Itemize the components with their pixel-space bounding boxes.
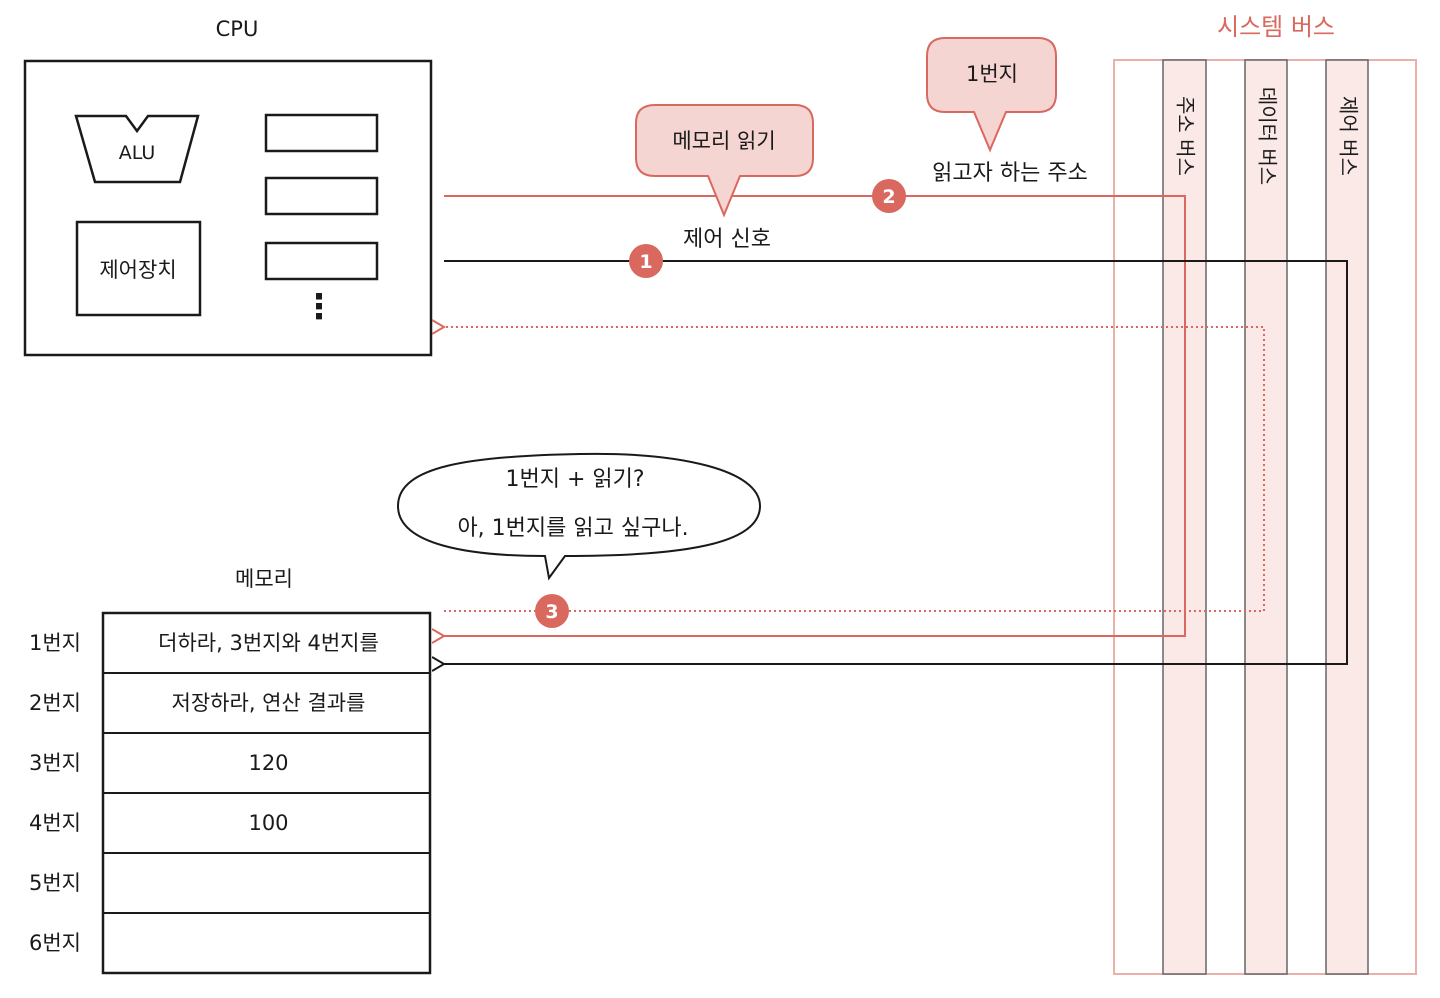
memory-title: 메모리 [235,567,293,591]
memory-address-label: 1번지 [29,631,81,655]
svg-text:2: 2 [882,186,895,208]
step-marker-3: 3 [535,594,569,628]
step-marker-2: 2 [872,179,906,213]
control-bus-label: 제어 버스 [1337,96,1361,176]
data-bus-label: 데이터 버스 [1256,87,1280,185]
address-signal-line [444,195,1186,636]
control-signal-line [444,260,1348,664]
alu-label: ALU [119,142,156,164]
control-unit-box [75,220,202,317]
control-unit-label: 제어장치 [99,258,176,282]
control-signal-callout: 메모리 읽기 제어 신호 [635,104,814,252]
address-bus-label: 주소 버스 [1174,96,1198,176]
memory-address-label: 3번지 [29,751,81,775]
memory-cell-value: 120 [248,751,288,775]
control-signal-bubble-text: 메모리 읽기 [672,129,775,153]
memory-cell-value: 더하라, 3번지와 4번지를 [158,631,379,655]
control-signal-label: 제어 신호 [683,227,771,252]
address-signal-bubble [926,37,1057,153]
memory-address-label: 6번지 [29,931,81,955]
svg-text:1: 1 [639,251,652,273]
control-signal-bubble [635,104,814,218]
cpu-block: CPU ALU 제어장치 ⋮ [23,17,433,357]
svg-text:3: 3 [545,601,558,623]
system-bus-title: 시스템 버스 [1217,13,1335,41]
register-box [264,113,379,153]
cpu-title: CPU [216,17,259,41]
address-signal-callout: 1번지 읽고자 하는 주소 [926,37,1088,186]
memory-address-label: 5번지 [29,871,81,895]
memory-cell-value: 저장하라, 연산 결과를 [172,691,366,715]
memory-speech-line1: 1번지 + 읽기? [505,467,644,492]
memory-address-label: 4번지 [29,811,81,835]
register-box [264,176,379,216]
memory-rows: 1번지 더하라, 3번지와 4번지를 2번지 저장하라, 연산 결과를 3번지 120 4번… [29,631,430,955]
memory-speech-line2: 아, 1번지를 읽고 싶구나. [457,516,688,541]
register-box [264,241,379,281]
step-marker-1: 1 [629,244,663,278]
address-signal-bubble-text: 1번지 [966,62,1018,86]
data-bus-lane [1244,59,1288,975]
memory-speech-bubble: 1번지 + 읽기? 아, 1번지를 읽고 싶구나. [396,452,762,581]
memory-address-label: 2번지 [29,691,81,715]
memory-cell-value: 100 [248,811,288,835]
register-ellipsis: ⋮ [302,287,336,327]
memory-speech-shape [396,452,762,581]
data-signal-line [444,327,1265,612]
address-signal-label: 읽고자 하는 주소 [932,161,1088,186]
alu-shape [74,114,200,184]
system-bus: 시스템 버스 주소 버스 데이터 버스 제어 버스 [1113,13,1417,975]
